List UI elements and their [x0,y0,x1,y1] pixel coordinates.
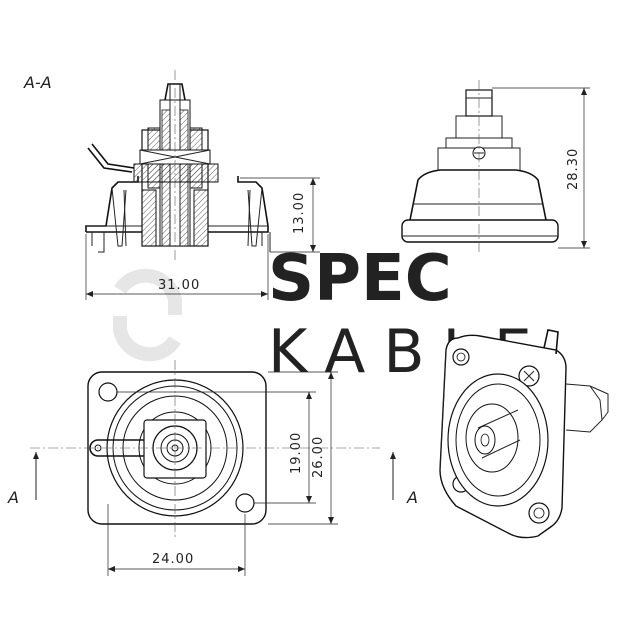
iso-hole-bottom-right [528,502,550,524]
dimension-hole-spacing: 19.00 [117,391,316,504]
isometric-view [439,329,609,539]
dim-total-height: 28.30 [566,148,581,190]
dim-side-width: 31.00 [158,278,200,293]
section-solder-tag [87,143,135,173]
mounting-hole-top-left [98,382,118,402]
section-view-a-a [85,70,271,260]
dimension-total-height: 28.30 [492,87,590,249]
front-view [30,360,380,540]
mounting-hole-bottom-right [235,493,255,513]
dim-side-height: 13.00 [292,192,307,234]
side-flange [401,219,559,243]
section-marker-left: A [7,452,39,507]
iso-hole-top-left [452,348,470,366]
view-marker-right: A [406,488,418,507]
dim-hole-spacing: 19.00 [289,432,304,474]
dim-front-width: 24.00 [152,552,194,567]
dimension-front-width: 24.00 [107,504,246,576]
side-body [409,169,547,221]
dimension-side-height: 13.00 [240,177,320,253]
section-marker-right: A [390,452,418,507]
section-label: A-A [23,73,52,92]
watermark: SPEC KABLE [113,242,532,387]
watermark-line1: SPEC [268,242,452,316]
view-marker-left: A [7,488,19,507]
dimension-side-width: 31.00 [85,234,269,300]
dimension-flange-height: 26.00 [268,371,338,525]
side-view [401,80,559,252]
dim-flange-height: 26.00 [311,436,326,478]
iso-solder-tag [543,329,559,355]
